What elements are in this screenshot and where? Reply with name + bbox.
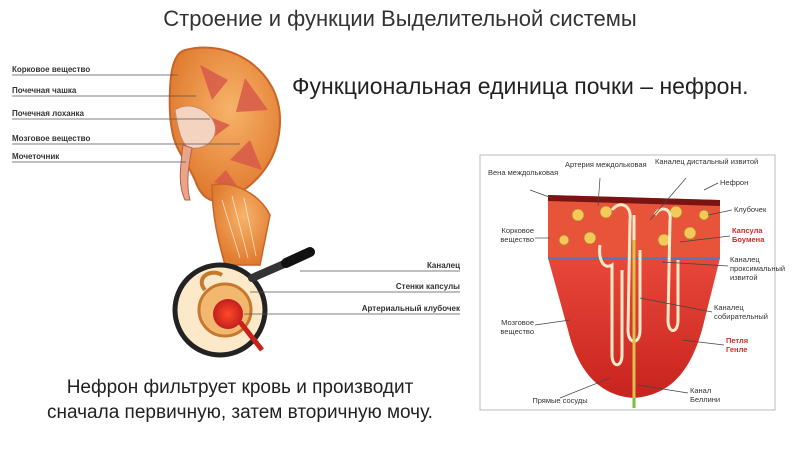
- glomerulus-ball: [213, 299, 243, 329]
- label-arterial-glomerulus: Артериальный клубочек: [361, 304, 460, 313]
- panel-label-artery: Артерия междольковая: [565, 160, 647, 169]
- panel-label-distal: Каналец дистальный извитой: [655, 157, 759, 166]
- ureter: [179, 144, 193, 201]
- panel-label-cortex: Корковое вещество: [500, 226, 534, 244]
- label-ureter: Мочеточник: [12, 152, 60, 161]
- label-pelvis: Почечная лоханка: [12, 109, 84, 118]
- kidney-wedge: [211, 183, 271, 266]
- panel-glomeruli: [558, 205, 710, 247]
- panel-leaders: [529, 177, 733, 399]
- renal-pelvis: [174, 105, 216, 149]
- label-medulla: Мозговое вещество: [12, 134, 91, 143]
- panel-label-henle: Петля Генле: [726, 336, 749, 354]
- nephron-caption: Нефрон фильтрует кровь и производит снач…: [47, 377, 433, 423]
- label-capsule-walls: Стенки капсулы: [395, 282, 460, 291]
- tubule: [199, 270, 224, 292]
- page-title: Строение и функции Выделительной системы: [163, 6, 637, 31]
- label-tubule: Каналец: [426, 261, 460, 270]
- label-calyx: Почечная чашка: [12, 86, 77, 95]
- magnifier-leaders: [244, 270, 460, 315]
- label-cortex: Корковое вещество: [12, 65, 91, 74]
- kidney-leaders: [12, 74, 240, 163]
- nephron-heading: Функциональная единица почки – нефрон.: [292, 73, 749, 99]
- panel-label-medulla: Мозговое вещество: [500, 318, 534, 336]
- afferent-vessel: [238, 320, 264, 352]
- panel-label-bellini: Канал Беллини: [690, 386, 721, 404]
- panel-label-glomerulus: Клубочек: [734, 205, 767, 214]
- panel-label-nephron: Нефрон: [720, 178, 749, 187]
- panel-label-straight-vessels: Прямые сосуды: [532, 396, 588, 405]
- panel-label-proximal: Каналец проксимальный извитой: [730, 255, 786, 282]
- panel-label-collecting: Каналец собирательный: [714, 303, 768, 321]
- panel-label-capsule: Капсула Боумена: [732, 226, 765, 244]
- panel-label-vein: Вена междольковая: [488, 168, 559, 177]
